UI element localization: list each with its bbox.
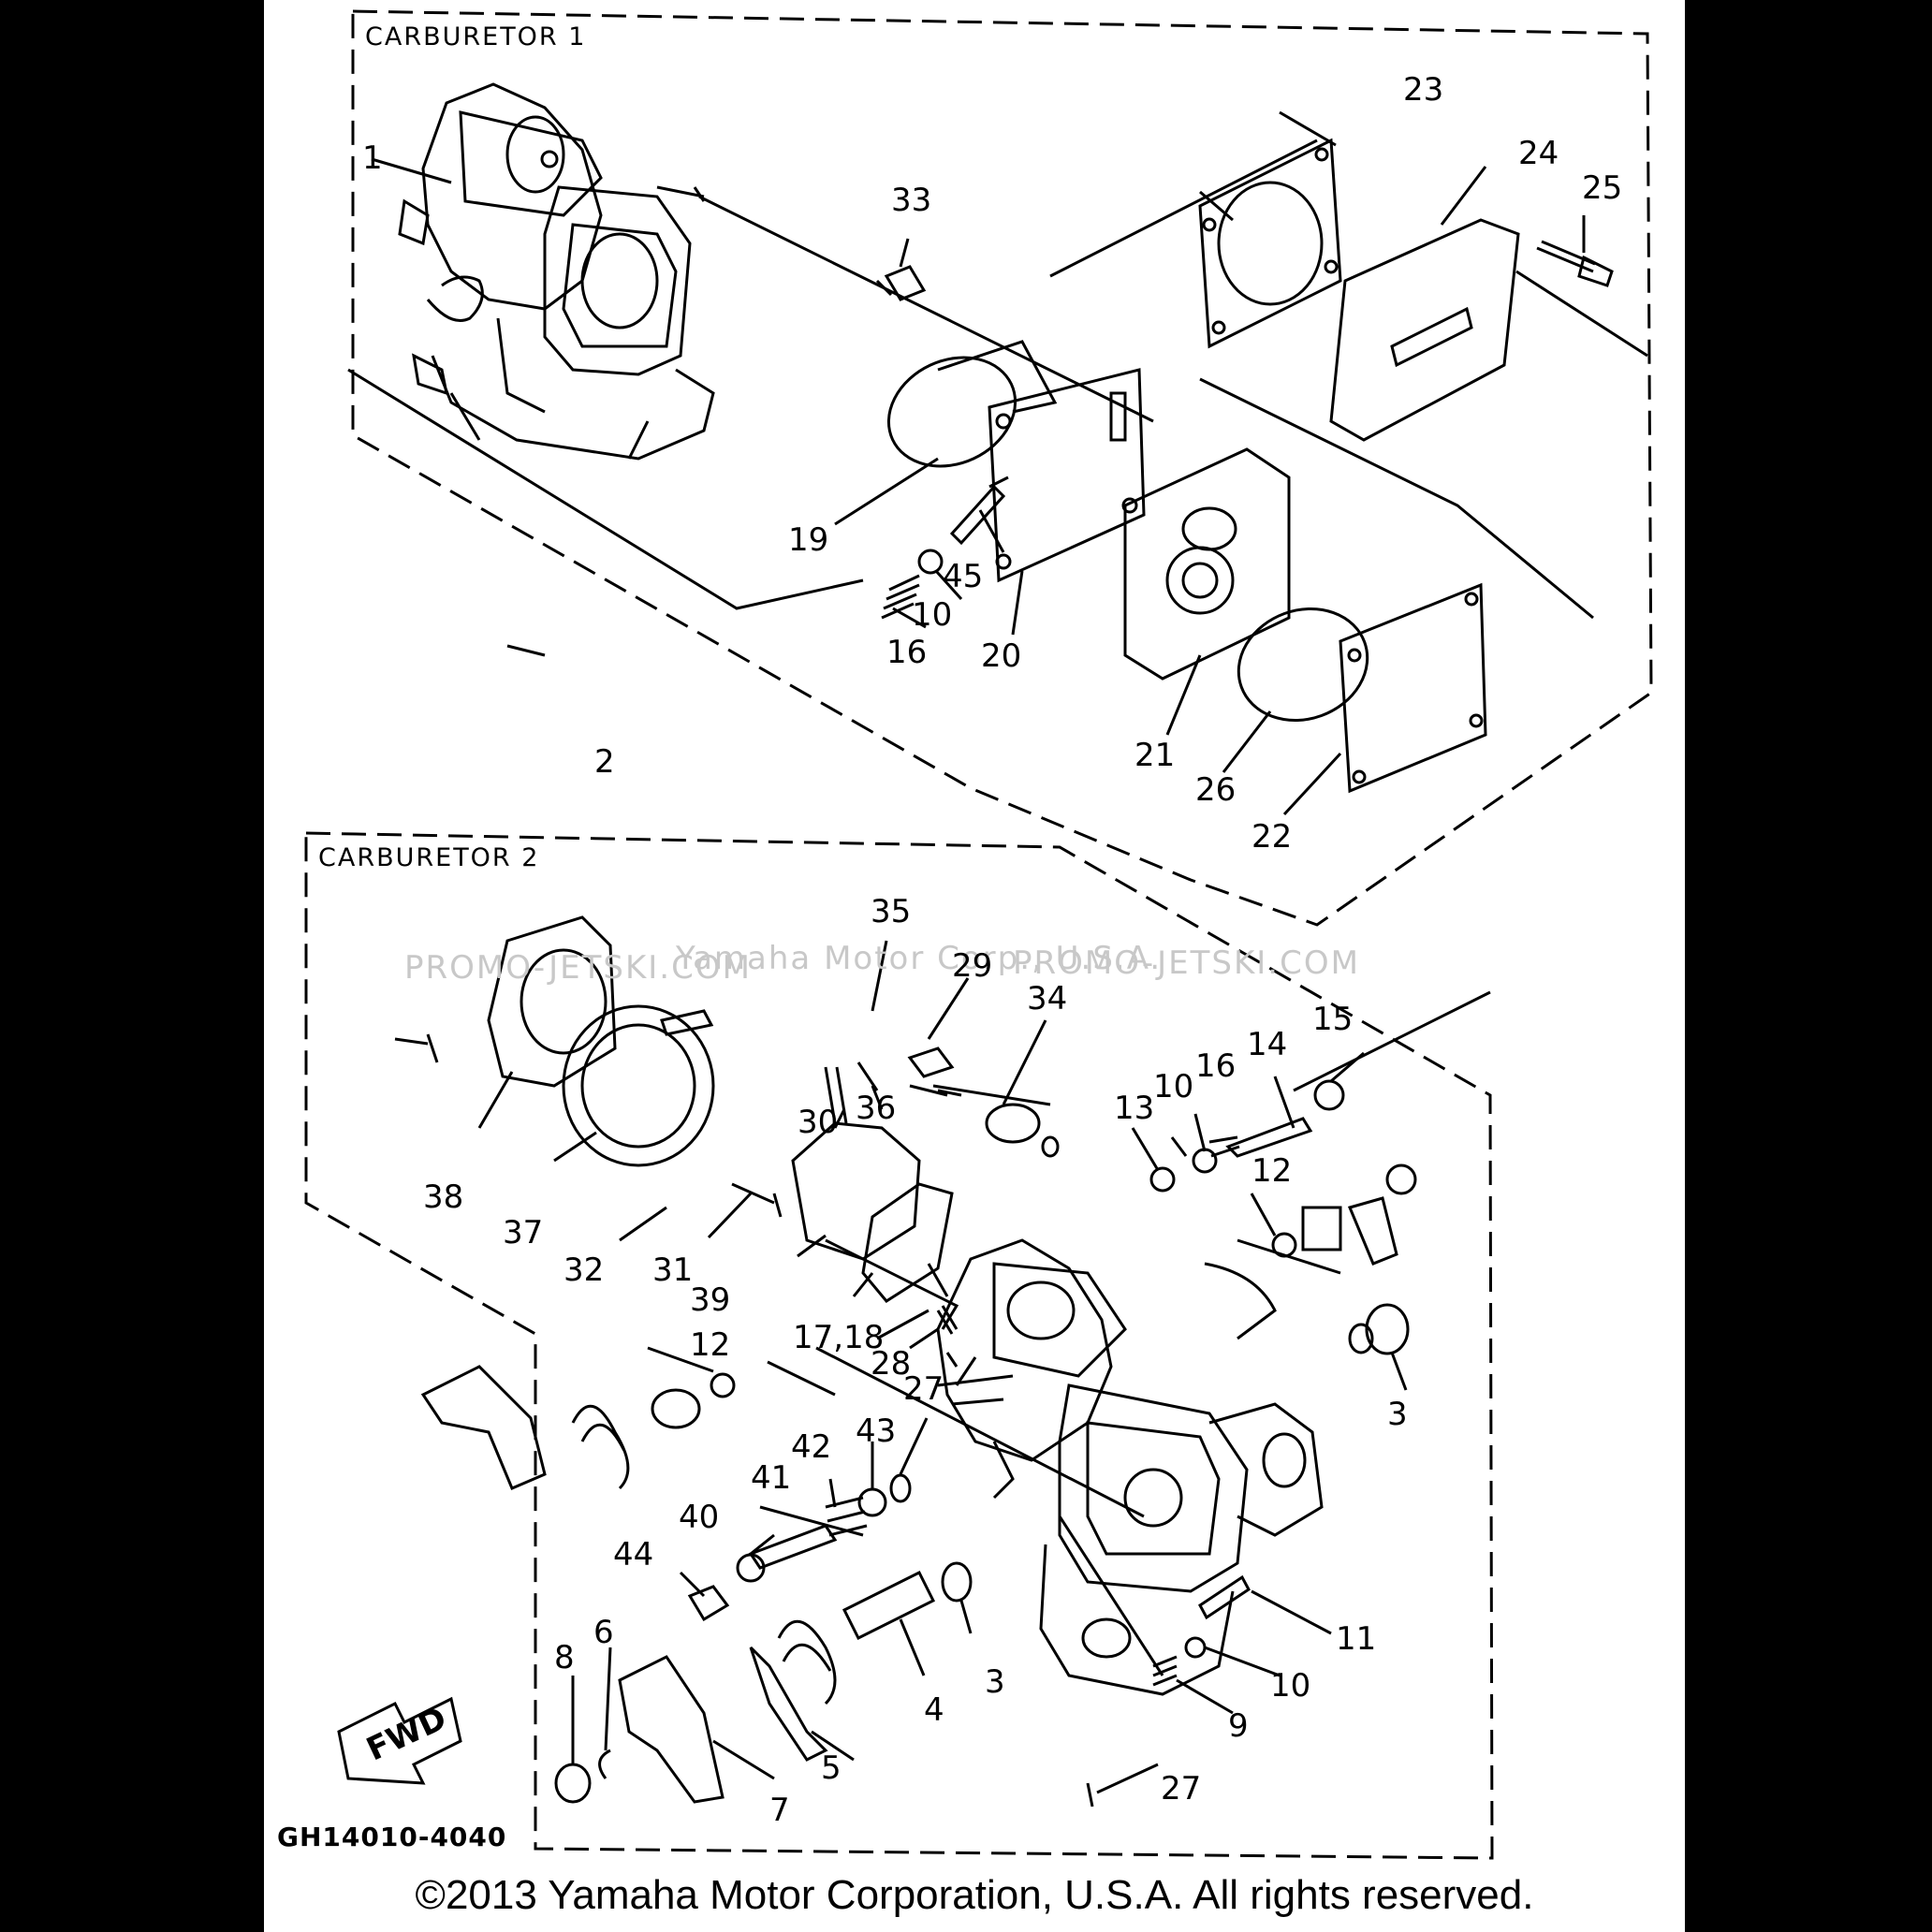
callout-15: 15 — [1312, 1001, 1353, 1038]
callout-43: 43 — [856, 1412, 896, 1450]
callout-12b: 12 — [690, 1326, 730, 1364]
fwd-label: FWD — [361, 1700, 453, 1769]
carburetor-2-frame — [304, 831, 1494, 1860]
callout-12: 12 — [1251, 1152, 1292, 1190]
carburetor-2-leader-lines — [477, 940, 1408, 1794]
callout-16b: 16 — [1195, 1047, 1236, 1085]
exploded-parts-diagram: PROMO-JETSKI.COM PROMO-JETSKI.COM Yamaha… — [277, 9, 1653, 1860]
callout-30: 30 — [798, 1104, 838, 1141]
callout-10b: 10 — [1153, 1068, 1193, 1105]
callout-9: 9 — [1228, 1707, 1249, 1745]
callout-32: 32 — [564, 1251, 604, 1289]
callout-27b: 27 — [1161, 1770, 1201, 1808]
callout-27: 27 — [903, 1370, 944, 1408]
callout-21: 21 — [1134, 737, 1175, 774]
carburetor-1-body — [398, 82, 715, 461]
callout-3: 3 — [1387, 1396, 1408, 1433]
callout-5: 5 — [821, 1749, 842, 1787]
callout-3b: 3 — [985, 1663, 1005, 1701]
callout-35: 35 — [871, 893, 911, 930]
watermark-center: Yamaha Motor Corp., U.S.A. — [675, 940, 1162, 977]
callout-38: 38 — [423, 1178, 463, 1216]
callout-36: 36 — [856, 1090, 896, 1127]
callout-20: 20 — [981, 637, 1021, 675]
callout-40: 40 — [679, 1499, 719, 1536]
callout-31: 31 — [652, 1251, 693, 1289]
carburetor-1-title: CARBURETOR 1 — [365, 22, 586, 51]
carburetor-1-parts — [875, 138, 1614, 794]
callout-2: 2 — [594, 743, 615, 781]
callout-41: 41 — [751, 1459, 791, 1497]
carburetor-1-callouts: 33 19 45 10 16 20 21 26 22 23 24 25 — [788, 71, 1622, 856]
callout-7: 7 — [769, 1792, 790, 1829]
callout-44: 44 — [613, 1536, 653, 1573]
carburetor-2-title: CARBURETOR 2 — [318, 843, 539, 872]
copyright-notice: ©2013 Yamaha Motor Corporation, U.S.A. A… — [415, 1872, 1534, 1918]
callout-22: 22 — [1251, 818, 1292, 856]
callout-39: 39 — [690, 1281, 730, 1319]
callout-10: 10 — [912, 596, 952, 634]
callout-42: 42 — [791, 1428, 831, 1466]
callout-29: 29 — [952, 947, 992, 985]
callout-45: 45 — [943, 558, 983, 595]
callout-23: 23 — [1403, 71, 1443, 109]
watermark-right: PROMO-JETSKI.COM — [1013, 944, 1360, 982]
callout-26: 26 — [1195, 771, 1236, 809]
fwd-arrow-icon — [337, 1696, 462, 1785]
carburetor-2-callouts: 35 29 34 30 36 15 14 16 10 13 12 38 37 3… — [423, 893, 1408, 1829]
callout-16: 16 — [886, 634, 927, 671]
diagram-sheet: PROMO-JETSKI.COM PROMO-JETSKI.COM Yamaha… — [264, 0, 1685, 1932]
callout-11: 11 — [1336, 1620, 1376, 1658]
callout-1: 1 — [362, 139, 383, 177]
callout-37: 37 — [503, 1214, 543, 1251]
carburetor-1-frame — [351, 9, 1653, 927]
callout-34: 34 — [1027, 980, 1067, 1017]
callout-10c: 10 — [1270, 1667, 1310, 1705]
callout-17-18: 17,18 — [793, 1319, 884, 1356]
callout-14: 14 — [1247, 1026, 1287, 1063]
callout-8: 8 — [554, 1639, 575, 1676]
callout-28: 28 — [871, 1345, 911, 1383]
carburetor-1-guide-lines — [347, 139, 1594, 620]
callout-19: 19 — [788, 521, 828, 559]
callout-24: 24 — [1518, 135, 1559, 172]
callout-4: 4 — [924, 1691, 944, 1729]
callout-13: 13 — [1114, 1090, 1154, 1127]
carburetor-2-guide-lines — [759, 990, 1491, 1676]
callout-6: 6 — [593, 1614, 614, 1651]
diagram-code: GH14010-4040 — [277, 1822, 506, 1852]
callout-25: 25 — [1582, 169, 1622, 207]
watermark-left: PROMO-JETSKI.COM — [404, 949, 752, 987]
carburetor-1-leader-lines — [371, 110, 1648, 816]
callout-33: 33 — [891, 182, 931, 219]
